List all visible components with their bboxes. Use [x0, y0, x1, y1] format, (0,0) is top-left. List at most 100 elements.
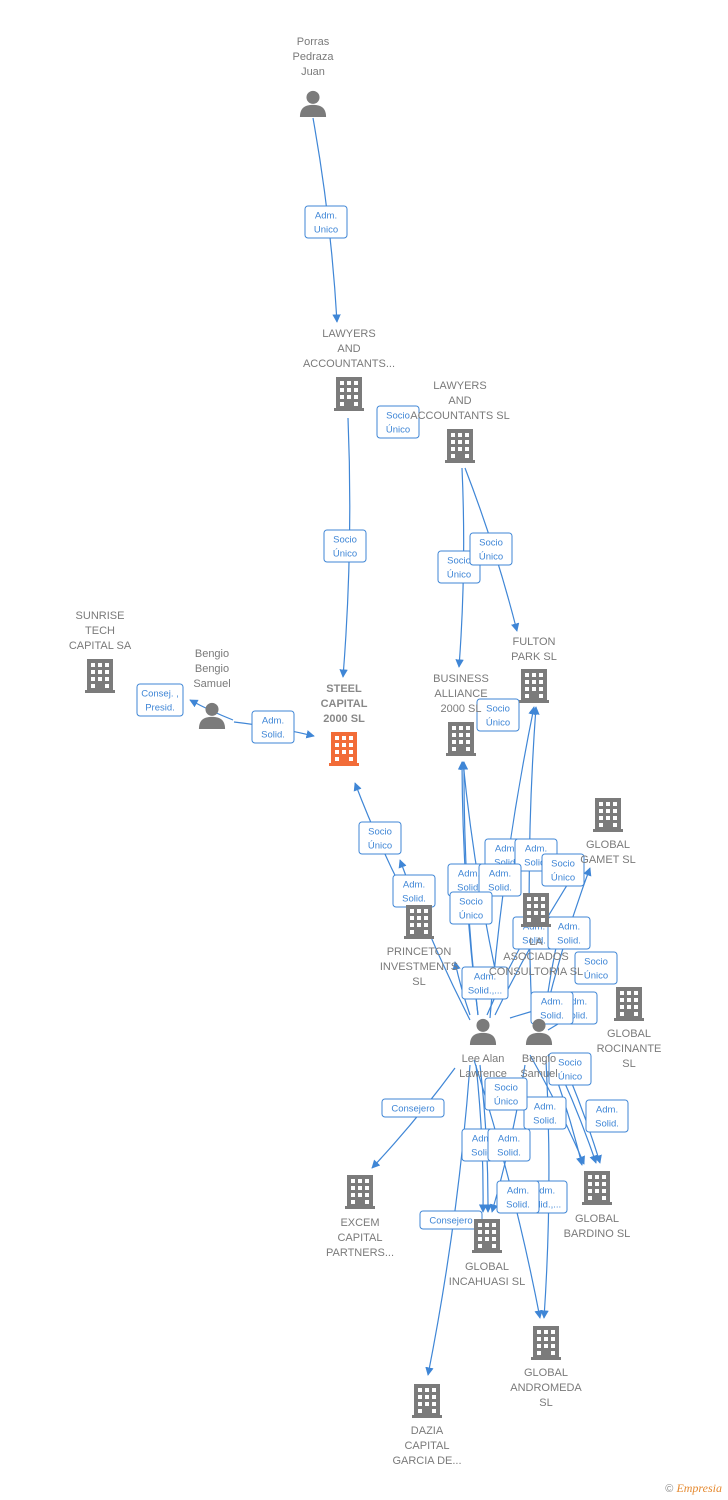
node-label: ACCOUNTANTS... — [303, 358, 395, 370]
node-label: LAWYERS — [433, 380, 486, 392]
edge-label-box — [548, 1052, 592, 1086]
node-bardino[interactable]: GLOBAL BARDINO SL — [564, 1171, 631, 1240]
node-label: BARDINO SL — [564, 1228, 631, 1240]
edge-label-lee-princeton[interactable]: Adm.Solid. — [392, 874, 436, 908]
edge-label-text: Adm. — [495, 844, 517, 855]
edge-label-text: Solid. — [522, 936, 546, 947]
edge-label-lee-excem[interactable]: Consejero — [381, 1098, 445, 1118]
edge-label-text: Socio — [479, 538, 503, 549]
edge-label-porras-lawyers1[interactable]: Adm.Unico — [304, 205, 348, 239]
node-label: ASOCIADOS — [503, 951, 568, 963]
node-label: CAPITAL — [337, 1232, 382, 1244]
edge-label-box — [136, 683, 184, 717]
node-label: INVESTMENTS — [380, 961, 458, 973]
edge-label-lee-dazia[interactable]: Consejero — [419, 1210, 483, 1230]
edge-label-text: Solid. — [506, 1200, 530, 1211]
node-label: TECH — [85, 625, 115, 637]
edge-label-bengio1-steel[interactable]: Adm.Solid. — [251, 710, 295, 744]
node-label: Pedraza — [293, 51, 335, 63]
building-icon — [404, 905, 434, 939]
node-label: ACCOUNTANTS SL — [410, 410, 509, 422]
edge-label-text: Solid. — [557, 936, 581, 947]
node-lawyers1[interactable]: LAWYERSANDACCOUNTANTS... — [303, 328, 395, 411]
edge-label-bengio2-incahuasi[interactable]: Adm.Solid. — [487, 1128, 531, 1162]
node-label: GLOBAL — [586, 839, 630, 851]
person-icon — [299, 90, 327, 117]
edge-label-box — [461, 966, 509, 1000]
building-icon — [345, 1175, 375, 1209]
building-icon — [445, 429, 475, 463]
building-icon — [614, 987, 644, 1021]
building-icon — [446, 722, 476, 756]
edge-label-text: Solid.,... — [527, 1200, 561, 1211]
node-label: CAPITAL — [321, 698, 368, 710]
edge-label-text: Adm. — [474, 972, 496, 983]
edge-label-text: Único — [494, 1097, 518, 1108]
edge-label-lee-andromeda[interactable]: Adm.Solid. — [496, 1180, 540, 1214]
edge-label-box — [323, 529, 367, 563]
edge-label-text: Solid. — [457, 883, 481, 894]
edge-label-text: Único — [333, 549, 357, 560]
node-label: GLOBAL — [575, 1213, 619, 1225]
edge-label-box — [585, 1099, 629, 1133]
edge-label-bengio2-la[interactable]: Adm.Solid. — [547, 916, 591, 950]
node-label: CONSULTORIA SL — [489, 966, 583, 978]
node-label: LA — [529, 936, 543, 948]
edge-label-text: Solid. — [524, 858, 548, 869]
node-excem[interactable]: EXCEMCAPITALPARTNERS... — [326, 1175, 394, 1259]
edge-label-box — [478, 863, 522, 897]
node-la[interactable]: LA ASOCIADOS CONSULTORIA SL — [489, 893, 583, 978]
building-icon — [593, 798, 623, 832]
edge-label-lee-gamet[interactable]: Adm.Solid. — [478, 863, 522, 897]
edge-label-lee-bardino[interactable]: Adm.Solid. — [523, 1096, 567, 1130]
node-label: SL — [412, 976, 425, 988]
node-label: Samuel — [520, 1068, 557, 1080]
edge-label-box — [541, 853, 585, 887]
node-label: 2000 SL — [441, 703, 482, 715]
node-label: INCAHUASI SL — [449, 1276, 525, 1288]
node-label: Porras — [297, 36, 330, 48]
edge-label-text: Adm. — [403, 880, 425, 891]
node-label: GLOBAL — [607, 1028, 651, 1040]
edge-label-text: Único — [584, 971, 608, 982]
edge-label-text: Socio — [494, 1083, 518, 1094]
edge-label-sunrise-bengio1[interactable]: Consej. ,Presid. — [136, 683, 184, 717]
edge-label-lee-rocinante[interactable]: Adm.Solid. — [530, 991, 574, 1025]
node-label: LAWYERS — [322, 328, 375, 340]
edge-label-lee-princeton[interactable]: Adm.Solid.,... — [461, 966, 509, 1000]
edge-label-bengio2-bardino[interactable]: Adm.Solid. — [585, 1099, 629, 1133]
edge-label-box — [523, 1096, 567, 1130]
edge-label-box — [530, 991, 574, 1025]
edge-label-text: Socio — [584, 957, 608, 968]
node-label: Samuel — [193, 678, 230, 690]
person-icon — [469, 1018, 497, 1045]
empresia-logo[interactable]: Empresia — [676, 1481, 722, 1495]
